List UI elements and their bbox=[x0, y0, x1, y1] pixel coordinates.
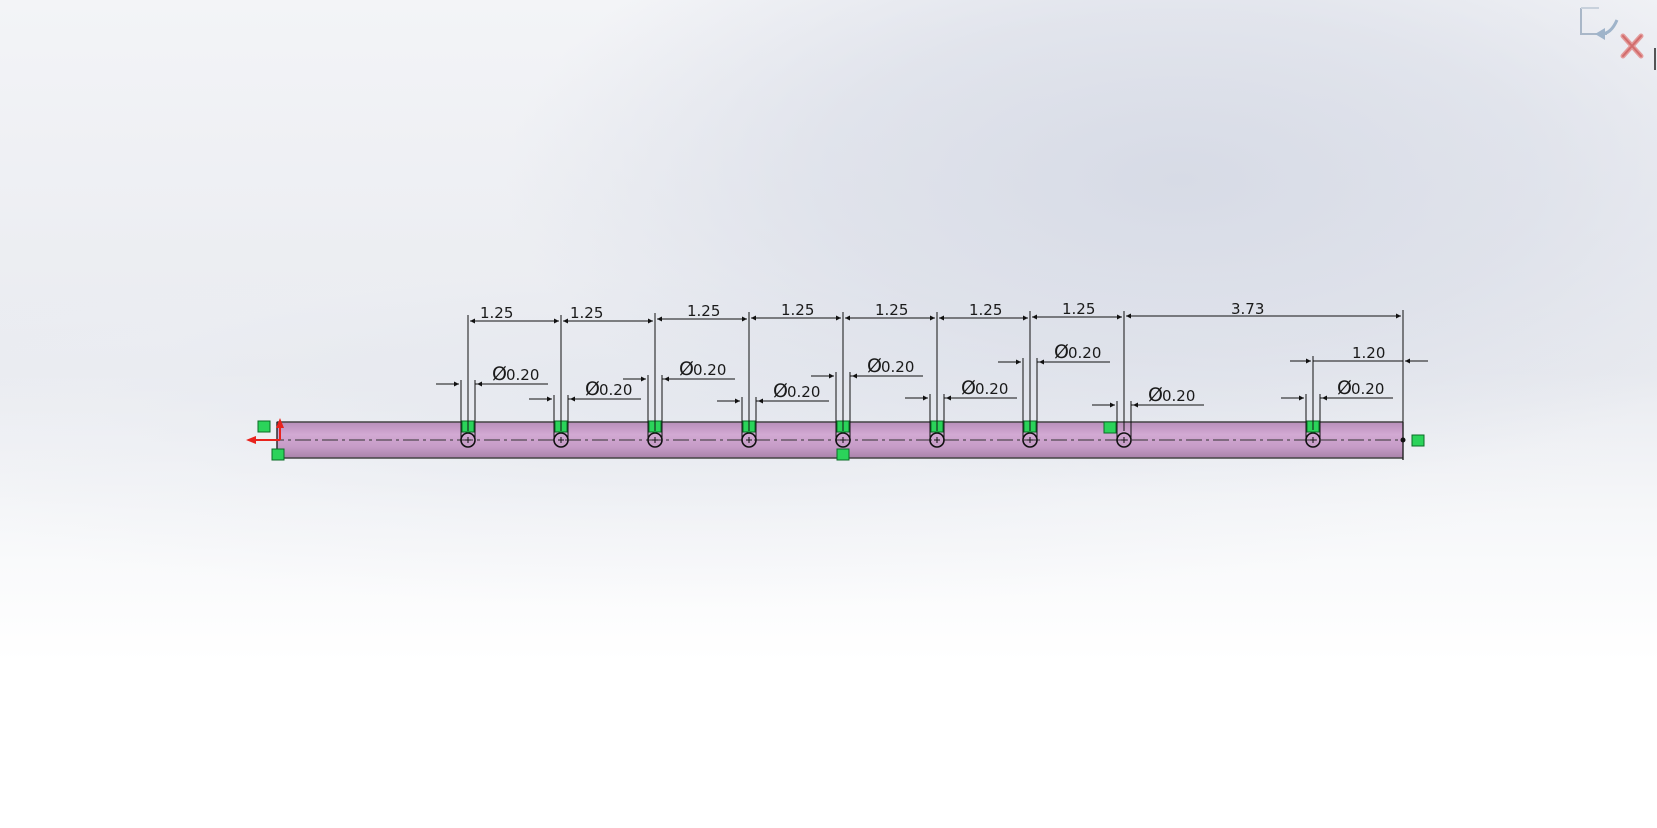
dimension-text[interactable]: 1.25 bbox=[781, 301, 814, 319]
dimension-text[interactable]: 0.20 bbox=[787, 383, 820, 401]
confirmation-corner bbox=[1580, 7, 1656, 70]
dimension-text[interactable]: 3.73 bbox=[1231, 300, 1264, 318]
dimension-text[interactable]: 0.20 bbox=[693, 361, 726, 379]
dimension-text[interactable]: 1.25 bbox=[687, 302, 720, 320]
diameter-symbol: Ø bbox=[492, 363, 507, 385]
relation-icon[interactable] bbox=[1103, 421, 1117, 434]
dimension-3-73[interactable]: 3.73 bbox=[1123, 300, 1404, 428]
dimension-text[interactable]: 0.20 bbox=[599, 381, 632, 399]
sketch-origin-icon[interactable] bbox=[246, 418, 284, 444]
diameter-symbol: Ø bbox=[867, 355, 882, 377]
diameter-symbol: Ø bbox=[1054, 341, 1069, 363]
diameter-symbol: Ø bbox=[1337, 377, 1352, 399]
diameter-symbol: Ø bbox=[961, 377, 976, 399]
dimension-1-25[interactable]: 1.25 bbox=[748, 301, 844, 431]
dimension-text[interactable]: 0.20 bbox=[506, 366, 539, 384]
diameter-symbol: Ø bbox=[773, 380, 788, 402]
diameter-symbol: Ø bbox=[1148, 384, 1163, 406]
diameter-symbol: Ø bbox=[585, 378, 600, 400]
dimension-text[interactable]: 1.25 bbox=[570, 304, 603, 322]
dimension-text[interactable]: 0.20 bbox=[1351, 380, 1384, 398]
dimension-1-20[interactable]: 1.20 bbox=[1290, 344, 1428, 430]
dimension-1-25[interactable]: 1.25 bbox=[560, 304, 656, 431]
relation-icon[interactable] bbox=[257, 420, 271, 433]
cancel-x-icon[interactable] bbox=[1620, 33, 1644, 59]
exit-sketch-icon[interactable] bbox=[1580, 7, 1619, 40]
dimension-text[interactable]: 0.20 bbox=[1162, 387, 1195, 405]
dimension-text[interactable]: 1.20 bbox=[1352, 344, 1385, 362]
dimension-text[interactable]: 0.20 bbox=[975, 380, 1008, 398]
relation-icon[interactable] bbox=[1411, 434, 1425, 447]
dimension-1-25[interactable]: 1.25 bbox=[936, 301, 1031, 431]
dimension-1-25[interactable]: 1.25 bbox=[1029, 300, 1125, 431]
dimension-text[interactable]: 0.20 bbox=[881, 358, 914, 376]
dimension-text[interactable]: 1.25 bbox=[875, 301, 908, 319]
dimension-text[interactable]: 1.25 bbox=[1062, 300, 1095, 318]
dimension-text[interactable]: 0.20 bbox=[1068, 344, 1101, 362]
endpoint[interactable] bbox=[1400, 437, 1406, 443]
relation-icon[interactable] bbox=[836, 448, 850, 461]
dimension-text[interactable]: 1.25 bbox=[480, 304, 513, 322]
relation-icon[interactable] bbox=[271, 448, 285, 461]
dimension-text[interactable]: 1.25 bbox=[969, 301, 1002, 319]
diameter-symbol: Ø bbox=[679, 358, 694, 380]
